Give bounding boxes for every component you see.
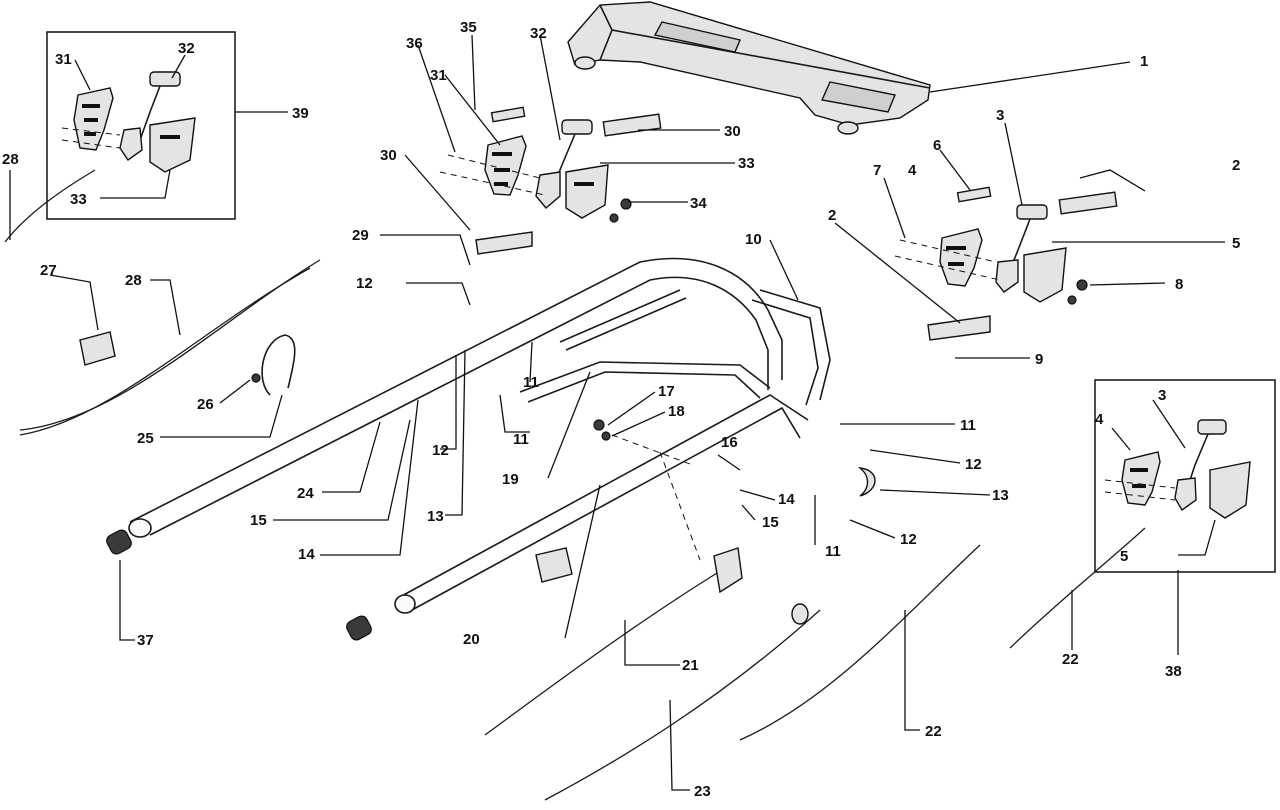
callout-label: 20 (463, 631, 480, 648)
callout-label: 33 (70, 191, 87, 208)
callout-label: 32 (178, 40, 195, 57)
callout-label: 2 (828, 207, 836, 224)
callout-labels: 1 2 2 3 3 4 4 5 5 6 7 8 9 10 11 11 11 11… (2, 19, 1240, 800)
callout-label: 11 (513, 431, 529, 448)
callout-label: 23 (694, 783, 711, 800)
callout-label: 36 (406, 35, 423, 52)
small-hardware (79, 331, 876, 625)
callout-label: 13 (427, 508, 444, 525)
callout-label: 4 (908, 162, 917, 179)
callout-label: 35 (460, 19, 477, 36)
callout-label: 11 (523, 374, 539, 391)
callout-label: 37 (137, 632, 154, 649)
callout-label: 27 (40, 262, 57, 279)
callout-label: 7 (873, 162, 881, 179)
inset-39-box (46, 31, 236, 220)
callout-label: 6 (933, 137, 941, 154)
callout-label: 34 (690, 195, 707, 212)
callout-label: 25 (137, 430, 154, 447)
callout-label: 15 (250, 512, 267, 529)
callout-label: 17 (658, 383, 675, 400)
callout-label: 13 (992, 487, 1009, 504)
inset-38-box (1094, 379, 1276, 573)
callout-label: 31 (430, 67, 447, 84)
handle-tubes (106, 257, 831, 641)
callout-label: 31 (55, 51, 72, 68)
callout-label: 5 (1232, 235, 1240, 252)
callout-label: 9 (1035, 351, 1043, 368)
callout-label: 30 (724, 123, 741, 140)
callout-label: 21 (682, 657, 699, 674)
callout-label: 4 (1095, 411, 1104, 428)
callout-label: 11 (960, 417, 976, 434)
callout-label: 8 (1175, 276, 1183, 293)
mounting-brackets (475, 231, 991, 341)
callout-label: 39 (292, 105, 309, 122)
callout-label: 3 (1158, 387, 1166, 404)
callout-label: 24 (297, 485, 314, 502)
console-part-1 (567, 1, 931, 135)
callout-label: 33 (738, 155, 755, 172)
callout-label: 28 (125, 272, 142, 289)
callout-label: 14 (778, 491, 795, 508)
callout-label: 19 (502, 471, 519, 488)
callout-label: 15 (762, 514, 779, 531)
callout-label: 12 (356, 275, 373, 292)
callout-label: 29 (352, 227, 369, 244)
callout-label: 12 (432, 442, 449, 459)
callout-label: 3 (996, 107, 1004, 124)
callout-label: 30 (380, 147, 397, 164)
callout-label: 12 (965, 456, 982, 473)
callout-label: 22 (925, 723, 942, 740)
callout-label: 5 (1120, 548, 1128, 565)
callout-label: 22 (1062, 651, 1079, 668)
callout-label: 32 (530, 25, 547, 42)
callout-label: 16 (721, 434, 738, 451)
callout-label: 1 (1140, 53, 1148, 70)
callout-label: 10 (745, 231, 762, 248)
callout-label: 18 (668, 403, 685, 420)
leader-lines (9, 34, 1225, 791)
callout-label: 11 (825, 543, 841, 560)
callout-label: 14 (298, 546, 315, 563)
callout-label: 12 (900, 531, 917, 548)
callout-label: 38 (1165, 663, 1182, 680)
callout-label: 28 (2, 151, 19, 168)
callout-label: 2 (1232, 157, 1240, 174)
callout-label: 26 (197, 396, 214, 413)
cables (4, 169, 1146, 801)
lever-assembly-center (439, 106, 662, 223)
lever-assembly-right (894, 186, 1118, 305)
